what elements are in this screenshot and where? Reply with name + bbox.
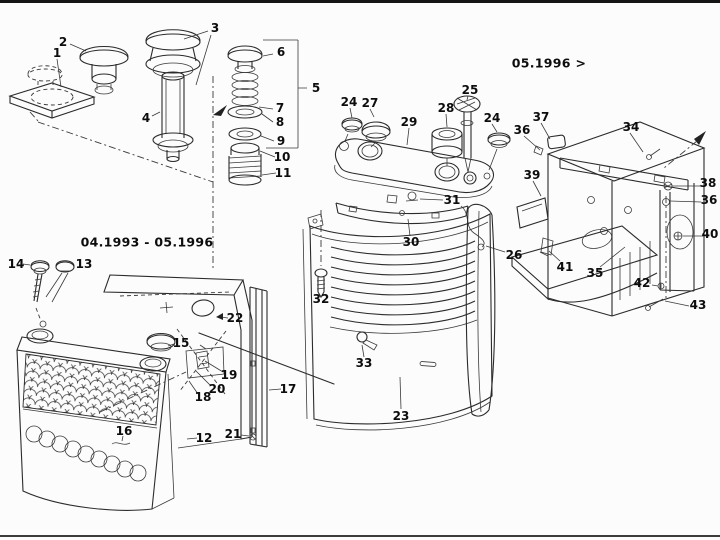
letterbox-bottom	[0, 535, 720, 537]
letterbox-top	[0, 0, 720, 3]
rear-housing-assembly	[510, 121, 706, 317]
direction-arrow-up-right-icon	[694, 131, 706, 145]
cowl-chimney-assembly	[8, 29, 307, 270]
front-panel-assembly	[302, 203, 496, 431]
direction-arrow-left-icon	[213, 105, 227, 116]
brand-logo-mark	[111, 442, 131, 445]
control-cover-assembly	[334, 95, 511, 253]
heater-front-assembly	[16, 260, 282, 511]
highlight-arrow	[198, 332, 335, 385]
